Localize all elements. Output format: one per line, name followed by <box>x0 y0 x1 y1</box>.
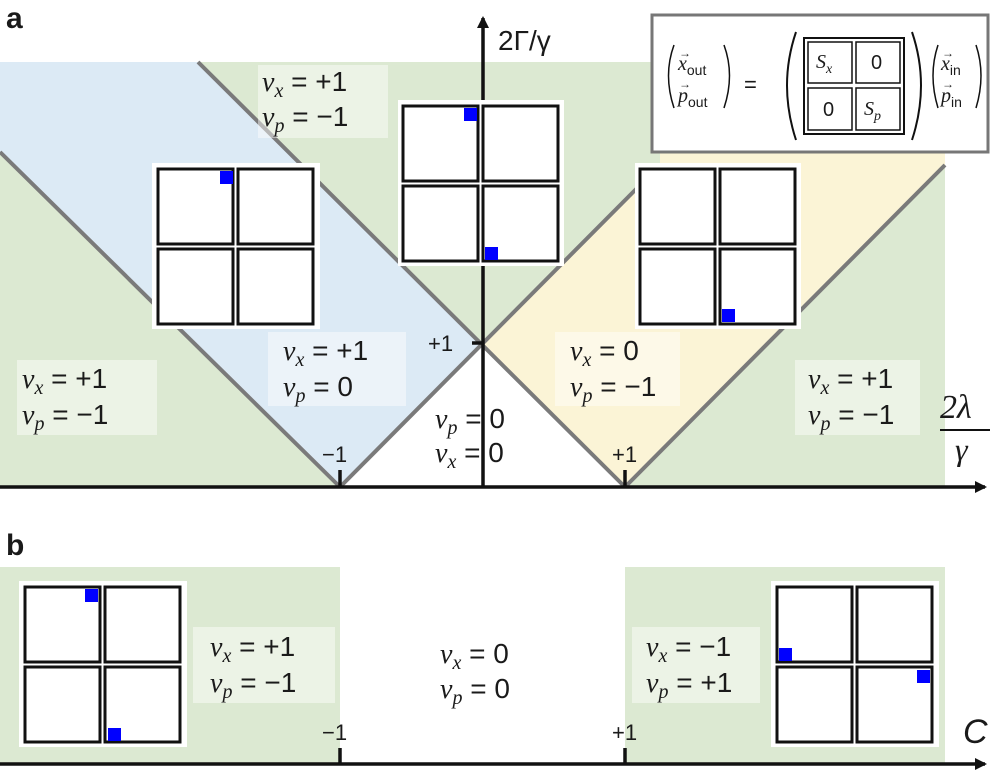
svg-text:vx = +1: vx = +1 <box>262 66 347 102</box>
svg-text:vp = −1: vp = −1 <box>570 371 656 407</box>
region-label-yellow: vx = 0 vp = −1 <box>555 332 680 407</box>
svg-text:xout: xout <box>677 53 706 78</box>
svg-text:→: → <box>942 77 954 91</box>
svg-text:pout: pout <box>676 85 708 110</box>
x-axis-label-numerator: 2λ <box>940 389 972 426</box>
matrix-icon-left-b <box>19 581 187 747</box>
tick-label-y-plus1: +1 <box>428 331 453 356</box>
matrix-icon-blue-region <box>152 163 320 329</box>
equation-box: xout pout → → = Sx 0 0 Sp xin pin → → <box>650 13 990 154</box>
region-label-top: vx = +1 vp = −1 <box>258 65 388 138</box>
svg-text:Sx: Sx <box>816 51 833 77</box>
marker-square <box>85 589 98 602</box>
svg-text:vx = 0: vx = 0 <box>570 335 639 371</box>
region-label-blue: vx = +1 vp = 0 <box>268 332 406 407</box>
matrix-icon-yellow-region <box>635 163 801 329</box>
svg-text:0: 0 <box>871 52 882 74</box>
tick-label-minus1: −1 <box>322 442 347 467</box>
tick-label-plus1: +1 <box>612 442 637 467</box>
region-label-left: vx = +1 vp = −1 <box>17 360 157 435</box>
svg-text:vx = +1: vx = +1 <box>210 631 295 667</box>
tick-label-plus1-b: +1 <box>612 720 637 745</box>
marker-square <box>464 108 477 121</box>
svg-text:vp = +1: vp = +1 <box>646 667 732 703</box>
x-axis-label-denominator: γ <box>955 431 969 467</box>
matrix-icon-right-b <box>771 581 939 747</box>
svg-text:vp = −1: vp = −1 <box>210 667 296 703</box>
marker-square <box>220 171 233 184</box>
tick-label-minus1-b: −1 <box>322 720 347 745</box>
svg-text:vx = 0: vx = 0 <box>440 638 509 674</box>
region-label-center: vp = 0 vx = 0 <box>435 403 505 473</box>
svg-text:→: → <box>679 77 691 91</box>
marker-square <box>779 648 792 661</box>
svg-text:→: → <box>942 46 954 60</box>
svg-text:vp = 0: vp = 0 <box>435 403 505 439</box>
svg-text:→: → <box>679 46 691 60</box>
region-label-right: vx = +1 vp = −1 <box>795 360 920 435</box>
panel-letter-b: b <box>6 529 24 562</box>
equals-sign: = <box>744 72 757 97</box>
region-label-right-b: vx = −1 vp = +1 <box>632 627 760 703</box>
svg-text:vx = +1: vx = +1 <box>808 363 893 399</box>
svg-text:vx = +1: vx = +1 <box>283 335 368 371</box>
y-axis-label: 2Γ/γ <box>498 25 551 56</box>
svg-text:xin: xin <box>940 53 961 78</box>
marker-square <box>485 247 498 260</box>
marker-square <box>917 670 930 683</box>
svg-text:0: 0 <box>823 99 834 121</box>
x-axis-label-b: C <box>963 713 988 751</box>
svg-text:vp = −1: vp = −1 <box>262 101 348 137</box>
svg-text:vp = 0: vp = 0 <box>440 673 510 709</box>
svg-text:vx = −1: vx = −1 <box>646 631 731 667</box>
svg-text:vp = 0: vp = 0 <box>283 371 353 407</box>
svg-text:Sp: Sp <box>864 98 881 124</box>
region-label-left-b: vx = +1 vp = −1 <box>193 627 335 703</box>
boundary-line <box>196 60 627 489</box>
panel-letter-a: a <box>6 2 23 35</box>
svg-text:vx = +1: vx = +1 <box>22 363 107 399</box>
region-label-center-b: vx = 0 vp = 0 <box>440 638 510 709</box>
svg-text:pin: pin <box>939 85 962 110</box>
svg-text:vp = −1: vp = −1 <box>22 399 108 435</box>
marker-square <box>722 309 735 322</box>
svg-text:vx = 0: vx = 0 <box>435 437 504 473</box>
boundary-line <box>338 163 662 489</box>
svg-text:vp = −1: vp = −1 <box>808 399 894 435</box>
matrix-icon-top-region <box>398 100 564 266</box>
marker-square <box>108 728 121 741</box>
